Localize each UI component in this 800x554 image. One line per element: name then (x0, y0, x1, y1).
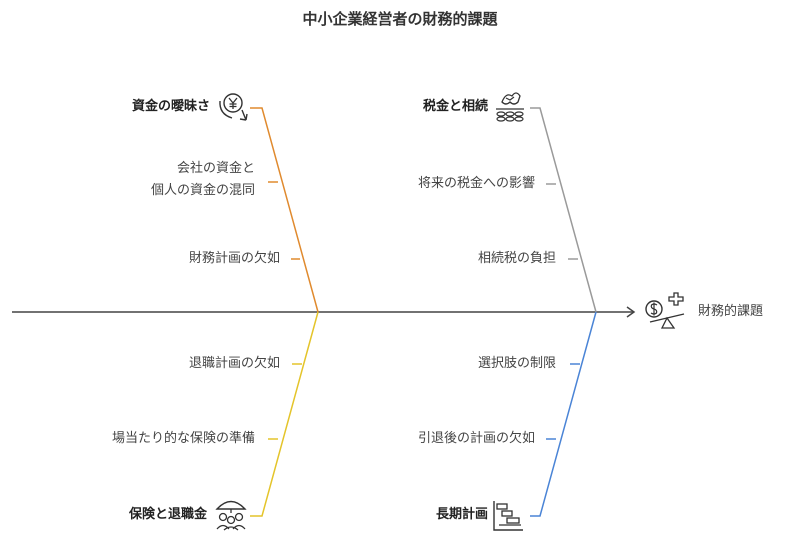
spine-arrowhead (626, 306, 636, 318)
category-label-tax: 税金と相続 (422, 99, 488, 114)
money-plus-scale-icon (645, 292, 685, 329)
category-label-longterm: 長期計画 (435, 507, 488, 522)
cause-insurance-1: 退職計画の欠如 (188, 356, 280, 371)
bone-insurance (250, 311, 319, 517)
gantt-chart-icon (493, 501, 523, 531)
bone-tax (530, 107, 597, 313)
category-label-funds: 資金の曖昧さ (131, 99, 210, 114)
cause-longterm-2: 引退後の計画の欠如 (417, 431, 535, 446)
umbrella-people-icon (215, 500, 247, 531)
cause-funds-1b: 個人の資金の混同 (150, 183, 255, 198)
cause-funds-1a: 会社の資金と (176, 161, 255, 176)
bone-longterm (530, 311, 597, 517)
cause-tax-1: 将来の税金への影響 (417, 176, 535, 191)
cause-longterm-1: 選択肢の制限 (477, 356, 556, 371)
coins-stack-icon (496, 92, 524, 122)
category-label-insurance: 保険と退職金 (128, 507, 207, 522)
cause-tax-2: 相続税の負担 (477, 251, 556, 266)
effect-label: 財務的課題 (698, 304, 764, 319)
yen-down-arrow-icon (219, 93, 248, 121)
diagram-title: 中小企業経営者の財務的課題 (302, 10, 498, 28)
bone-funds (250, 107, 319, 313)
cause-insurance-2: 場当たり的な保険の準備 (111, 431, 255, 446)
cause-funds-2: 財務計画の欠如 (188, 251, 280, 266)
